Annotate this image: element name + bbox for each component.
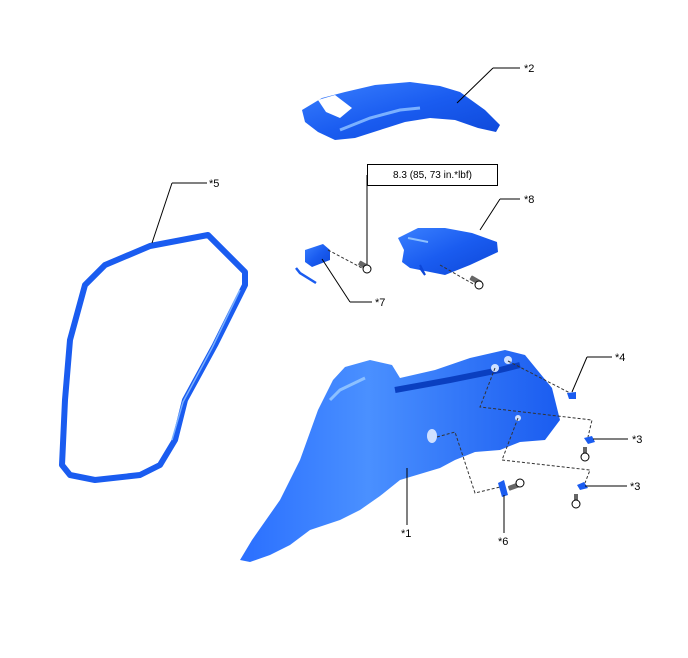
callout-3-upper: *3 [632, 434, 643, 446]
bolt-icon [571, 494, 581, 509]
callout-7: *7 [375, 297, 386, 309]
callout-6: *6 [498, 536, 509, 548]
bolt-icon [469, 275, 484, 290]
callout-1: *1 [401, 528, 412, 540]
clip-part-4 [567, 392, 576, 399]
bolt-icon [358, 260, 372, 274]
door-weatherstrip-part [59, 232, 248, 483]
clip-part-6 [498, 480, 508, 497]
bolt-icon [507, 478, 525, 491]
bolt-icon [580, 447, 590, 462]
clip-part-3-upper [584, 436, 595, 444]
callout-4: *4 [615, 352, 626, 364]
torque-spec-label: 8.3 (85, 73 in.*lbf) [367, 164, 498, 186]
callout-8: *8 [524, 194, 535, 206]
callout-2: *2 [524, 63, 535, 75]
callout-5: *5 [209, 178, 220, 190]
upper-garnish-part [302, 82, 500, 140]
quarter-trim-panel-part [240, 350, 560, 562]
assembly-guide-lines [436, 360, 593, 494]
clip-part-3-lower [577, 482, 588, 490]
callout-3-lower: *3 [630, 481, 641, 493]
cover-part-8 [398, 228, 498, 276]
